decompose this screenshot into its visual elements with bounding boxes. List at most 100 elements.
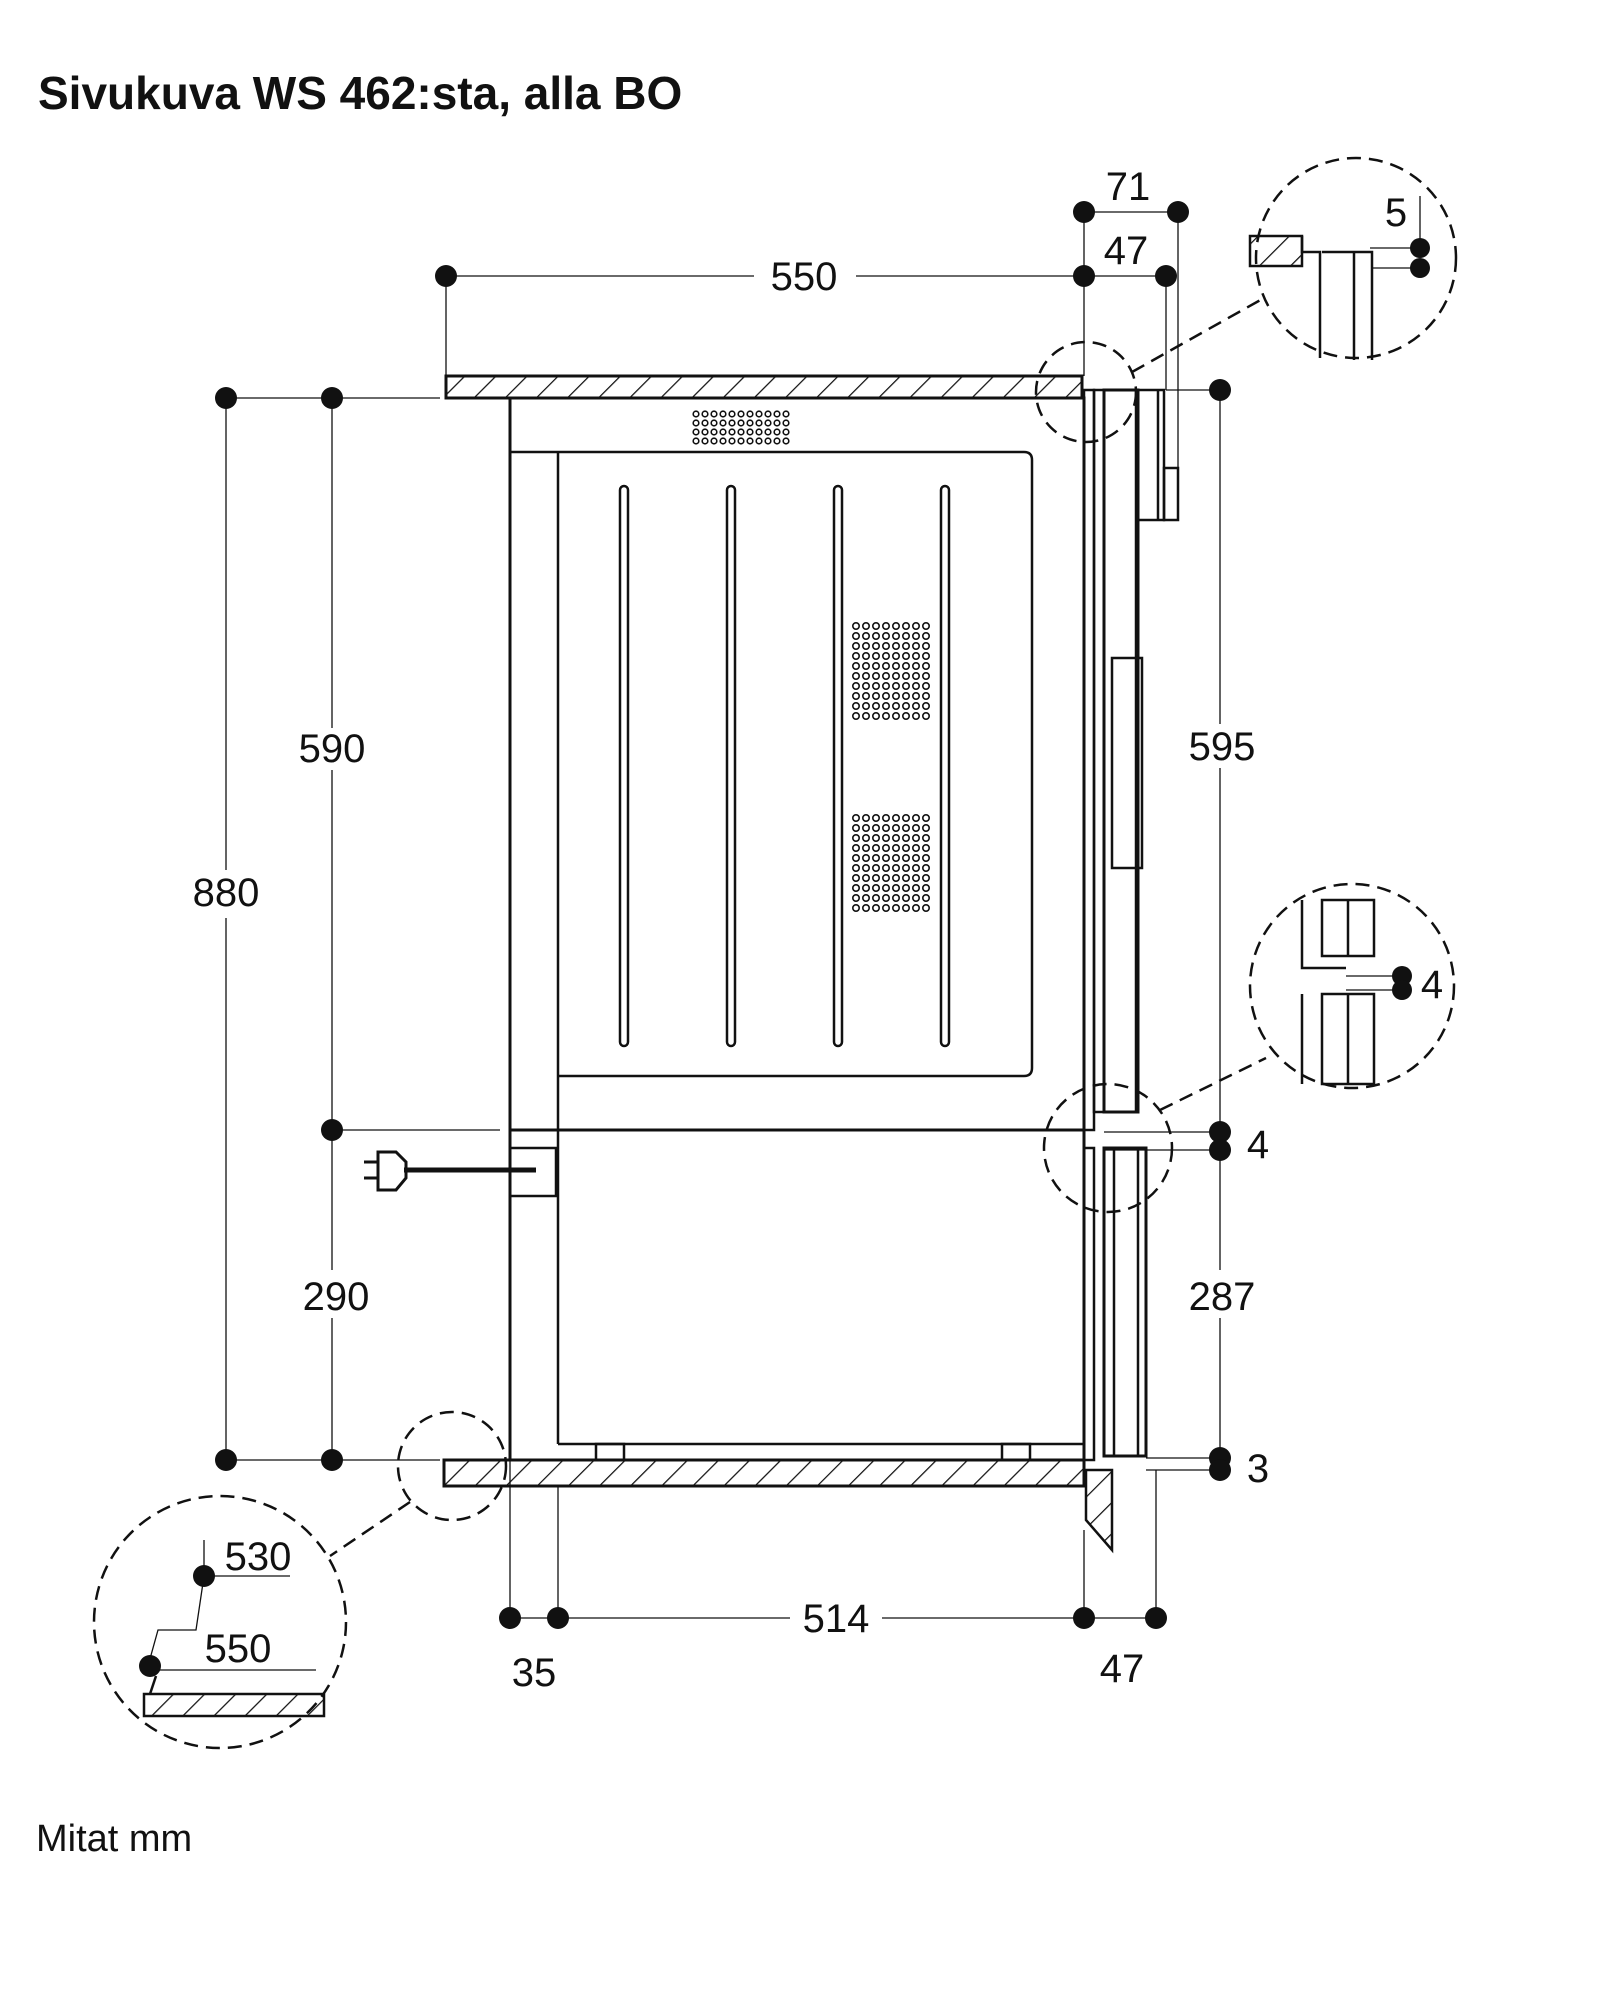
vent-hole [881, 661, 890, 670]
vent-hole [755, 410, 763, 418]
vent-hole [851, 873, 860, 882]
vent-hole [921, 853, 930, 862]
vent-hole [861, 671, 870, 680]
vent-hole [851, 823, 860, 832]
vent-hole [911, 661, 920, 670]
vent-hole [881, 701, 890, 710]
vent-hole [881, 641, 890, 650]
vent-hole [746, 437, 754, 445]
vent-hole [911, 883, 920, 892]
upper-front-panel [1102, 388, 1140, 1114]
vent-hole [891, 641, 900, 650]
vent-hole [881, 843, 890, 852]
vent-hole [891, 691, 900, 700]
vent-hole [921, 631, 930, 640]
dim-dot [499, 1607, 521, 1629]
vent-hole [901, 823, 910, 832]
detail-circle-middle [1248, 882, 1456, 1090]
vent-hole [710, 410, 718, 418]
handle-block [1162, 466, 1180, 522]
vent-hole [881, 671, 890, 680]
dim-dot [1145, 1607, 1167, 1629]
vent-hole [861, 893, 870, 902]
vent-hole [851, 843, 860, 852]
vent-hole [911, 853, 920, 862]
plug-icon [376, 1150, 408, 1192]
vent-hole [861, 883, 870, 892]
dim-label-71: 71 [1106, 165, 1151, 209]
vent-hole [911, 843, 920, 852]
dim-label-595: 595 [1189, 725, 1256, 769]
dim-label-47-top: 47 [1104, 229, 1149, 273]
vent-hole [851, 631, 860, 640]
vent-hole [851, 813, 860, 822]
vent-hole [891, 863, 900, 872]
lower-appliance-body [508, 1128, 1086, 1462]
dim-dot [1073, 1607, 1095, 1629]
vent-hole [911, 641, 920, 650]
vent-hole [911, 833, 920, 842]
vent-hole [871, 813, 880, 822]
vent-hole [901, 661, 910, 670]
dim-dot [1209, 379, 1231, 401]
vent-hole [921, 651, 930, 660]
vent-hole [921, 883, 930, 892]
vent-hole [737, 419, 745, 427]
vent-hole [861, 641, 870, 650]
vent-hole [710, 419, 718, 427]
detail-marker-top [1034, 340, 1138, 444]
rail [725, 484, 737, 1048]
vent-hole [891, 711, 900, 720]
vent-hole [701, 428, 709, 436]
vent-hole [921, 863, 930, 872]
vent-hole [881, 631, 890, 640]
vent-hole [728, 428, 736, 436]
detail-marker-bottom [396, 1410, 508, 1522]
vent-hole [737, 428, 745, 436]
vent-hole [692, 410, 700, 418]
vent-hole [901, 701, 910, 710]
vent-hole [861, 691, 870, 700]
bottom-trim [1084, 1468, 1114, 1554]
vent-hole [851, 641, 860, 650]
vent-hole [911, 691, 920, 700]
vent-hole [911, 711, 920, 720]
vent-hole [891, 903, 900, 912]
dim-label-590: 590 [299, 727, 366, 771]
bottom-worktop [442, 1458, 1086, 1488]
dim-label-530-detail: 530 [225, 1535, 292, 1579]
vent-hole [921, 691, 930, 700]
vent-hole [881, 853, 890, 862]
dim-dot [215, 1449, 237, 1471]
vent-hole [901, 883, 910, 892]
dim-dot [435, 265, 457, 287]
dim-label-4: 4 [1247, 1123, 1269, 1167]
vent-hole [891, 621, 900, 630]
dim-label-47-bottom: 47 [1100, 1647, 1145, 1691]
dim-dot [1209, 1121, 1231, 1143]
vent-hole [891, 661, 900, 670]
vent-hole [861, 823, 870, 832]
vent-hole [871, 873, 880, 882]
vent-hole [851, 691, 860, 700]
vent-hole [901, 873, 910, 882]
vent-hole [921, 621, 930, 630]
vent-hole [911, 671, 920, 680]
vent-hole [901, 681, 910, 690]
dim-label-550-top: 550 [771, 255, 838, 299]
dim-label-35: 35 [512, 1651, 557, 1695]
detail-bottom-contents [139, 1540, 326, 1718]
vent-hole [719, 419, 727, 427]
vent-hole [881, 651, 890, 660]
vent-hole [921, 711, 930, 720]
vent-hole [710, 428, 718, 436]
vent-hole [871, 681, 880, 690]
vent-hole [901, 843, 910, 852]
vent-hole [881, 711, 890, 720]
vent-hole [921, 641, 930, 650]
vent-hole [728, 410, 736, 418]
vent-hole [861, 833, 870, 842]
vent-hole [746, 428, 754, 436]
detail-marker-middle [1042, 1082, 1174, 1214]
